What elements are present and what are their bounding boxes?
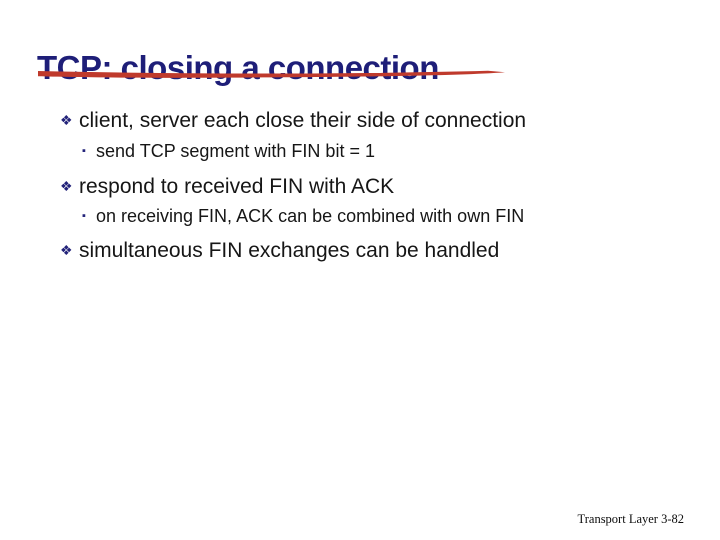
slide-footer-page-label: Transport Layer 3-82 <box>577 512 684 526</box>
sub-bullet-text: on receiving FIN, ACK can be combined wi… <box>96 206 525 226</box>
bullet-text: simultaneous FIN exchanges can be handle… <box>79 239 500 262</box>
diamond-bullet-icon: ❖ <box>60 112 73 128</box>
bullet-text: respond to received FIN with ACK <box>79 175 395 198</box>
bullet-item: ❖ client, server each close their side o… <box>60 108 526 134</box>
square-bullet-icon: ▪ <box>82 145 86 157</box>
diamond-bullet-icon: ❖ <box>60 242 73 258</box>
bullet-item: ❖ simultaneous FIN exchanges can be hand… <box>60 238 499 264</box>
title-underline-stroke <box>33 66 511 82</box>
sub-bullet-item: ▪ send TCP segment with FIN bit = 1 <box>82 141 375 163</box>
red-marker-underline-icon <box>38 70 505 78</box>
slide-title: TCP: closing a connection <box>37 49 439 87</box>
sub-bullet-text: send TCP segment with FIN bit = 1 <box>96 141 375 161</box>
diamond-bullet-icon: ❖ <box>60 178 73 194</box>
bullet-text: client, server each close their side of … <box>79 109 527 132</box>
sub-bullet-item: ▪ on receiving FIN, ACK can be combined … <box>82 206 524 228</box>
square-bullet-icon: ▪ <box>82 210 86 222</box>
bullet-item: ❖ respond to received FIN with ACK <box>60 174 394 200</box>
